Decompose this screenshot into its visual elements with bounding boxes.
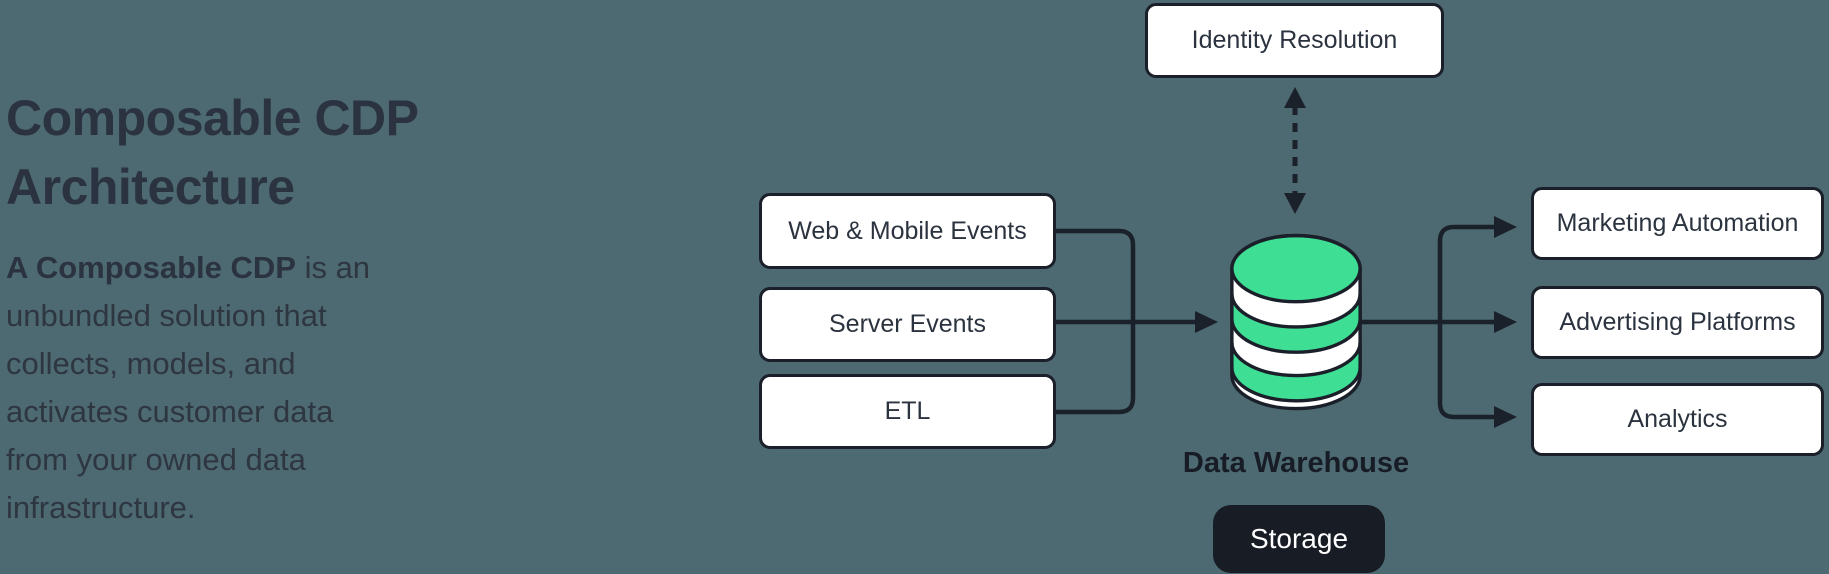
- arrowhead-into-warehouse: [1195, 311, 1218, 333]
- storage-label: Storage: [1249, 523, 1349, 554]
- arrowhead-advertising: [1494, 311, 1517, 333]
- connector-web-events-to-trunk: [1056, 228, 1136, 322]
- dashed-arrowhead-down: [1284, 193, 1306, 214]
- destination-label: Analytics: [1627, 405, 1728, 433]
- connector-etl-to-trunk: [1056, 322, 1136, 415]
- destination-box-marketing-automation: Marketing Automation: [1531, 187, 1824, 260]
- identity-resolution-label: Identity Resolution: [1191, 26, 1398, 54]
- arrowhead-marketing: [1494, 216, 1517, 238]
- arrowhead-analytics: [1494, 406, 1517, 428]
- description-line: infrastructure.: [6, 490, 196, 525]
- description-text: A Composable CDP is an unbundled solutio…: [6, 244, 370, 532]
- data-warehouse-label: Data Warehouse: [1182, 447, 1410, 479]
- identity-resolution-box: Identity Resolution: [1145, 3, 1444, 78]
- destination-box-analytics: Analytics: [1531, 383, 1824, 456]
- destination-label: Marketing Automation: [1556, 209, 1799, 237]
- source-label: Web & Mobile Events: [788, 216, 1027, 245]
- description-line: activates customer data: [6, 394, 334, 429]
- page-title-line-1: Composable CDP: [6, 89, 419, 146]
- description-line: A Composable CDP is an: [6, 250, 371, 285]
- source-box-web-mobile-events: Web & Mobile Events: [759, 193, 1056, 269]
- source-label: Server Events: [828, 310, 986, 338]
- destination-box-advertising-platforms: Advertising Platforms: [1531, 286, 1824, 359]
- description-line: collects, models, and: [6, 346, 296, 381]
- connector-branch-to-analytics: [1437, 322, 1496, 420]
- database-cylinder-icon: [1230, 233, 1362, 411]
- storage-badge: Storage: [1213, 505, 1385, 573]
- dashed-arrowhead-up: [1284, 87, 1306, 108]
- source-box-etl: ETL: [759, 374, 1056, 449]
- description-bold-phrase: A Composable CDP: [6, 250, 296, 285]
- connector-branch-to-marketing: [1437, 224, 1496, 322]
- page-title-line-2: Architecture: [6, 158, 295, 215]
- description-line: unbundled solution that: [6, 298, 327, 333]
- destination-label: Advertising Platforms: [1559, 308, 1796, 336]
- description-line: from your owned data: [6, 442, 306, 477]
- page-title: Composable CDP Architecture: [6, 84, 419, 222]
- source-box-server-events: Server Events: [759, 287, 1056, 362]
- source-label: ETL: [884, 397, 931, 425]
